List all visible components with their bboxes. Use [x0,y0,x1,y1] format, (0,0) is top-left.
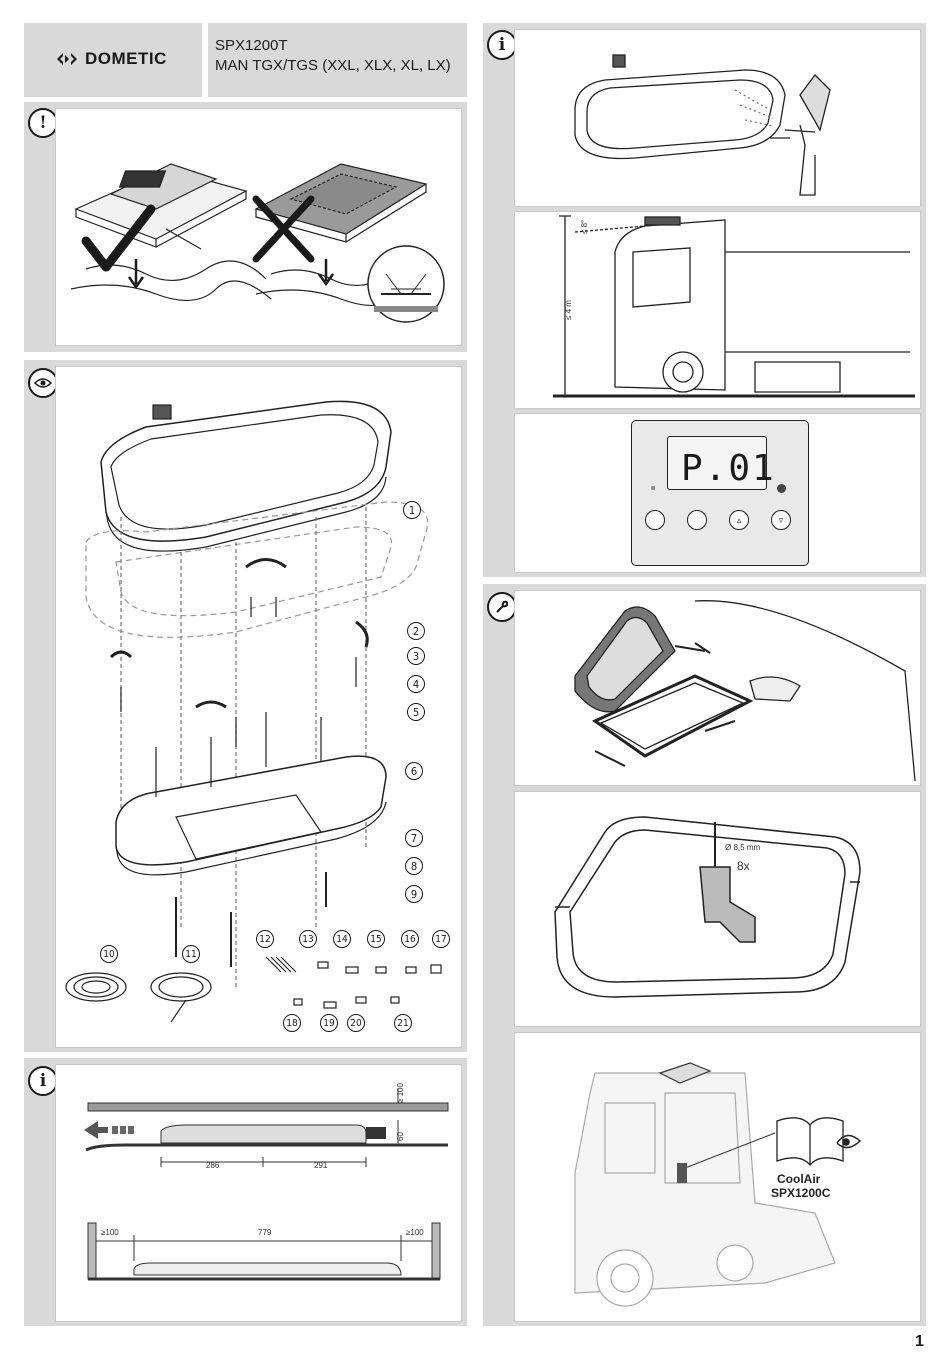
drill-size-label: Ø 8,5 mm [725,843,760,852]
angle-label: ≤ 8° [580,220,589,234]
part-callout: 2 [407,622,425,640]
part-callout: 16 [401,930,419,948]
correct-placement [70,163,272,302]
part-callout: 14 [333,930,351,948]
dimension-drawing: ≥ 100 60 286 291 ≥100 779 ≥100 [84,1082,449,1281]
reference-title: CoolAir [777,1172,821,1186]
exploded-view [65,400,442,1023]
part-callout: 5 [407,703,425,721]
drill-holes-illustration: Ø 8,5 mm 8x [554,816,861,998]
part-callout: 19 [320,1014,338,1032]
side-left-label: ≥100 [101,1228,119,1237]
step2-panel: ≥ 100 60 286 291 ≥100 779 ≥100 [55,1064,462,1322]
height-label: ≤ 4 m [564,300,573,320]
check-mark [81,204,156,272]
header-logo-box [24,23,202,97]
warning-illustration [70,163,445,323]
down-button[interactable]: ▿ [771,510,791,530]
part-callout: 11 [182,945,200,963]
warning-icon: ! [28,108,58,138]
status-led-large [777,484,786,493]
up-button[interactable]: ▵ [729,510,749,530]
lcd-display [667,436,767,490]
side-right-label: ≥100 [406,1228,424,1237]
part-callout: 12 [256,930,274,948]
reference-model: SPX1200C [771,1186,831,1200]
truck-illustration: CoolAir SPX1200C [574,1062,862,1307]
step5-panel: P.01 ▵ ▿ [514,413,921,573]
part-callout: 20 [347,1014,365,1032]
dometic-logo-mark [57,53,77,65]
step4-panel: ≤ 8° ≤ 4 m [514,211,921,409]
vehicle-name: MAN TGX/TGS (XXL, XLX, XL, LX) [215,57,451,74]
dim-left-label: 286 [206,1161,220,1170]
clean-illustration [574,54,831,196]
manual-book-icon [776,1117,844,1167]
detail-zoom [367,245,445,323]
eye-icon [28,368,58,398]
part-callout: 21 [394,1014,412,1032]
part-callout: 1 [403,501,421,519]
step3-panel [514,29,921,207]
header-title-box [208,23,467,97]
part-callout: 10 [100,945,118,963]
dim-right-label: 291 [314,1161,328,1170]
brand-name: DOMETIC [85,49,167,68]
info-icon: i [28,1066,58,1096]
menu-button[interactable] [687,510,707,530]
warning-panel [55,108,462,346]
height-label: 60 [396,1132,405,1141]
length-label: 779 [258,1228,272,1237]
hole-count-label: 8x [737,859,750,873]
part-callout: 17 [432,930,450,948]
part-callout: 4 [407,675,425,693]
seal-cleaning-illustration [574,600,916,782]
part-callout: 18 [283,1014,301,1032]
part-callout: 3 [407,647,425,665]
cross-mark [252,195,315,263]
arrow-down-2 [317,259,335,287]
part-callout: 7 [405,829,423,847]
dometic-logo: DOMETIC [55,49,167,69]
step6-panel [514,590,921,786]
part-callout: 13 [299,930,317,948]
display-value: P.01 [681,448,776,489]
arrow-left-icon [84,1121,108,1139]
status-led [651,486,655,490]
power-button[interactable] [645,510,665,530]
step7-panel: Ø 8,5 mm 8x [514,791,921,1027]
vehicle-height-drawing: ≤ 8° ≤ 4 m [553,215,915,398]
model-name: SPX1200T [215,37,288,54]
wrench-icon [487,592,517,622]
page-number: 1 [915,1333,924,1350]
arrow-down [127,259,145,290]
info-icon: i [487,30,517,60]
eye-icon [836,1134,862,1149]
part-callout: 9 [405,885,423,903]
part-callout: 15 [367,930,385,948]
part-callout: 8 [405,857,423,875]
clearance-top-label: ≥ 100 [396,1082,405,1103]
part-callout: 6 [405,762,423,780]
step8-panel: CoolAir SPX1200C [514,1032,921,1322]
